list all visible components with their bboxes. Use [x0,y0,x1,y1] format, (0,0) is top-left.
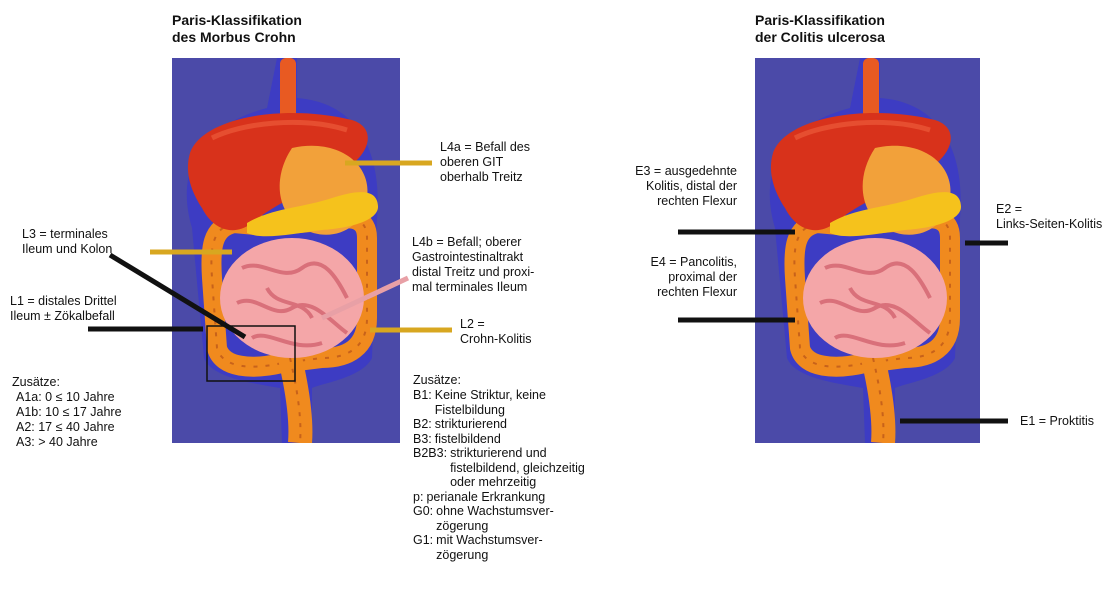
behavior-text: fistelbildend [435,432,501,447]
label-l2: L2 = Crohn-Kolitis [460,317,532,347]
behavior-text: ohne Wachstumsver-zögerung [436,504,588,533]
label-l4a-line: L4a = Befall des [440,140,530,155]
behavior-item: G1: mit Wachstumsver-zögerung [413,533,588,562]
behavior-text: mit Wachstumsver-zögerung [436,533,588,562]
colitis-title-line1: Paris-Klassifikation [755,12,885,29]
label-l4a: L4a = Befall des oberen GIT oberhalb Tre… [440,140,530,185]
crohn-title-line2: des Morbus Crohn [172,29,302,46]
label-l1: L1 = distales Drittel Ileum ± Zökalbefal… [10,294,117,324]
label-l4b-line: mal terminales Ileum [412,280,534,295]
label-l3-line: Ileum und Kolon [22,242,112,257]
label-l2-line: L2 = [460,317,532,332]
label-e3-line: E3 = ausgedehnte [600,164,737,179]
label-e4: E4 = Pancolitis, proximal der rechten Fl… [600,255,737,300]
behavior-code: G0: [413,504,436,533]
label-e3: E3 = ausgedehnte Kolitis, distal der rec… [600,164,737,209]
behavior-code: B2: [413,417,435,432]
age-item: A3: > 40 Jahre [16,435,122,450]
label-l1-line: Ileum ± Zökalbefall [10,309,117,324]
label-l4a-line: oberen GIT [440,155,530,170]
behavior-item: B3: fistelbildend [413,432,588,447]
behavior-code: B2B3: [413,446,450,490]
label-l4b: L4b = Befall; oberer Gastrointestinaltra… [412,235,534,295]
crohn-title: Paris-Klassifikation des Morbus Crohn [172,12,302,46]
behavior-item: B2: strikturierend [413,417,588,432]
behavior-additions: Zusätze: B1: Keine Striktur, keine Fiste… [413,373,588,562]
label-e1-line: E1 = Proktitis [1020,414,1094,429]
label-e4-line: E4 = Pancolitis, [600,255,737,270]
label-e4-line: rechten Flexur [600,285,737,300]
label-e2-line: E2 = [996,202,1102,217]
label-e1: E1 = Proktitis [1020,414,1094,429]
colitis-title: Paris-Klassifikation der Colitis ulceros… [755,12,885,46]
digestive-tract-illustration [755,58,980,443]
label-l2-line: Crohn-Kolitis [460,332,532,347]
age-item: A1b: 10 ≤ 17 Jahre [16,405,122,420]
behavior-code: B1: [413,388,435,417]
label-l4b-line: L4b = Befall; oberer [412,235,534,250]
behavior-item: B1: Keine Striktur, keine Fistelbildung [413,388,588,417]
behavior-text: strikturierend und fistelbildend, gleich… [450,446,588,490]
behavior-item: B2B3: strikturierend und fistelbildend, … [413,446,588,490]
label-l3: L3 = terminales Ileum und Kolon [22,227,112,257]
digestive-tract-illustration [172,58,400,443]
age-additions: Zusätze: A1a: 0 ≤ 10 Jahre A1b: 10 ≤ 17 … [12,375,122,450]
age-additions-list: A1a: 0 ≤ 10 Jahre A1b: 10 ≤ 17 Jahre A2:… [12,390,122,450]
crohn-title-line1: Paris-Klassifikation [172,12,302,29]
behavior-code: G1: [413,533,436,562]
label-l4a-line: oberhalb Treitz [440,170,530,185]
crohn-anatomy-panel [172,58,400,443]
behavior-code: B3: [413,432,435,447]
label-e2-line: Links-Seiten-Kolitis [996,217,1102,232]
label-l4b-line: distal Treitz und proxi- [412,265,534,280]
label-l4b-line: Gastrointestinaltrakt [412,250,534,265]
colitis-title-line2: der Colitis ulcerosa [755,29,885,46]
behavior-additions-heading: Zusätze: [413,373,588,388]
behavior-text: perianale Erkrankung [426,490,545,505]
age-item: A2: 17 ≤ 40 Jahre [16,420,122,435]
label-e2: E2 = Links-Seiten-Kolitis [996,202,1102,232]
behavior-text: strikturierend [435,417,507,432]
behavior-code: p: [413,490,426,505]
behavior-item: G0: ohne Wachstumsver-zögerung [413,504,588,533]
label-e3-line: rechten Flexur [600,194,737,209]
behavior-item: p: perianale Erkrankung [413,490,588,505]
label-e3-line: Kolitis, distal der [600,179,737,194]
label-l1-line: L1 = distales Drittel [10,294,117,309]
age-item: A1a: 0 ≤ 10 Jahre [16,390,122,405]
colitis-anatomy-panel [755,58,980,443]
label-e4-line: proximal der [600,270,737,285]
label-l3-line: L3 = terminales [22,227,112,242]
age-additions-heading: Zusätze: [12,375,122,390]
behavior-text: Keine Striktur, keine Fistelbildung [435,388,588,417]
